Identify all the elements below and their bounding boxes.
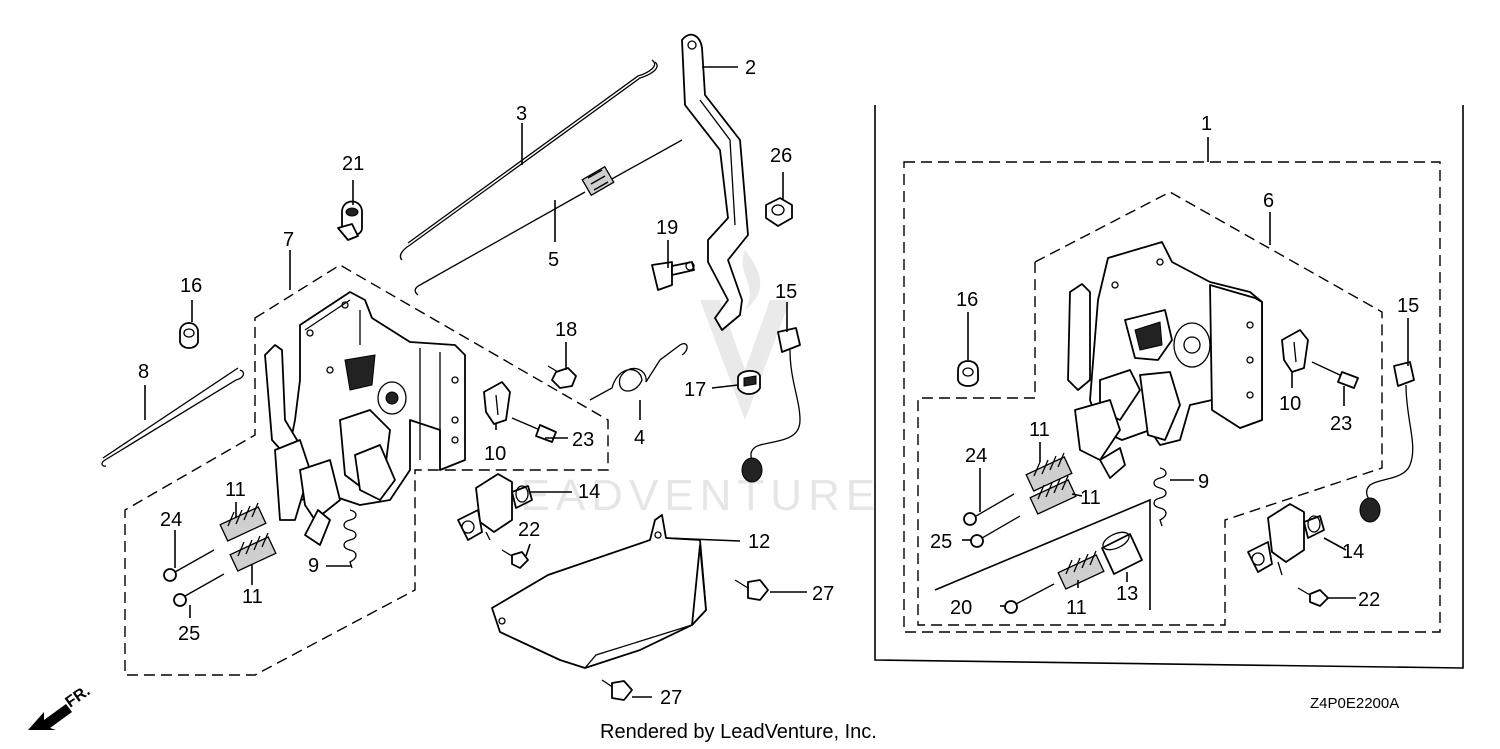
clip-10-left	[483, 381, 511, 425]
spring-11-right-upper	[1025, 452, 1073, 492]
callout-16-right: 16	[956, 289, 978, 311]
callout-9: 9	[308, 555, 319, 577]
callout-6: 6	[1263, 190, 1274, 212]
callouts-left: 2 3 5 21 26 19 7 16 15 18 8 17 4 10 23 1…	[138, 57, 834, 709]
callout-24-right: 24	[965, 445, 987, 467]
callout-22-right: 22	[1358, 589, 1380, 611]
callout-11-right-middle: 11	[1080, 487, 1101, 509]
callout-14: 14	[578, 481, 600, 503]
sub-kit-divider	[934, 498, 1151, 610]
callout-25: 25	[178, 623, 200, 645]
callout-19: 19	[656, 217, 678, 239]
spring-11-left-lower	[229, 532, 277, 572]
footer-credit: Rendered by LeadVenture, Inc.	[600, 721, 877, 743]
spring-9-left	[343, 509, 357, 569]
sleeve-13	[1101, 531, 1143, 575]
callout-4: 4	[634, 427, 645, 449]
front-direction-arrow: FR.	[28, 683, 93, 730]
callout-15-right: 15	[1397, 295, 1419, 317]
screw-25-left	[173, 573, 225, 607]
callout-21: 21	[342, 153, 364, 175]
control-base-right	[1067, 241, 1263, 479]
diagram-code: Z4P0E2200A	[1310, 695, 1399, 712]
bolt-27-upper	[734, 579, 769, 601]
callout-26: 26	[770, 145, 792, 167]
spring-9-right	[1153, 467, 1167, 527]
bolt-27-lower	[601, 679, 633, 701]
callout-16: 16	[180, 275, 202, 297]
callout-11-upper: 11	[225, 479, 246, 501]
callout-11-right-upper: 11	[1029, 419, 1050, 441]
rod-5	[414, 139, 683, 296]
callout-27-lower: 27	[660, 687, 682, 709]
clip-16-right	[957, 360, 979, 387]
wire-15-right	[1359, 361, 1415, 523]
throttle-lever-2	[681, 33, 749, 331]
callout-2: 2	[745, 57, 756, 79]
nut-26	[765, 197, 793, 227]
spring-4	[589, 343, 688, 401]
callout-23: 23	[572, 429, 594, 451]
screw-24-left	[163, 549, 215, 582]
callout-12: 12	[748, 531, 770, 553]
watermark-logo	[700, 250, 790, 420]
leader-lines-left	[144, 66, 807, 698]
callout-25-right: 25	[930, 531, 952, 553]
clip-10-right	[1281, 329, 1309, 373]
callout-8: 8	[138, 361, 149, 383]
leader-lines-right	[962, 137, 1409, 607]
callout-20: 20	[950, 597, 972, 619]
bolt-19	[651, 261, 695, 291]
right-assembly-frame	[874, 105, 1464, 669]
callout-14-right: 14	[1342, 541, 1364, 563]
callout-11-lower: 11	[242, 586, 263, 608]
spring-11-right-lower	[1057, 550, 1105, 590]
callout-22: 22	[518, 519, 540, 541]
watermark-text: LEADVENTURE	[490, 471, 881, 520]
callout-27-upper: 27	[812, 583, 834, 605]
wire-15-left	[741, 327, 801, 483]
callout-10-right: 10	[1279, 393, 1301, 415]
cover-12	[491, 514, 707, 669]
wire-8	[101, 369, 245, 467]
spring-11-right-middle	[1029, 475, 1077, 515]
callout-9-right: 9	[1198, 471, 1209, 493]
rod-3	[399, 61, 658, 261]
screw-23-right	[1311, 361, 1359, 389]
clip-21	[337, 200, 363, 241]
bolt-18	[547, 365, 577, 389]
clip-17	[737, 370, 761, 395]
callouts-right: 1 6 16 15 10 23 11 24 11 9 25 14 13 20 1…	[930, 113, 1419, 619]
callout-17: 17	[684, 379, 706, 401]
callout-5: 5	[548, 249, 559, 271]
callout-23-right: 23	[1330, 413, 1352, 435]
callout-3: 3	[516, 103, 527, 125]
screw-22-right	[1297, 587, 1329, 607]
screw-22-left	[501, 549, 529, 569]
clip-16-left	[179, 322, 199, 349]
screw-25-right	[970, 515, 1021, 548]
callout-10: 10	[484, 443, 506, 465]
callout-7: 7	[283, 229, 294, 251]
callout-24: 24	[160, 509, 182, 531]
callout-1: 1	[1201, 113, 1212, 135]
screw-24-right	[963, 493, 1015, 526]
callout-13: 13	[1116, 583, 1138, 605]
switch-14-right	[1247, 503, 1325, 576]
right-base-outline	[917, 191, 1383, 626]
control-base-left	[264, 291, 466, 546]
callout-15: 15	[775, 281, 797, 303]
left-assembly-outline	[124, 264, 609, 676]
screw-20-right	[1004, 583, 1055, 614]
switch-14-left	[457, 473, 533, 541]
right-assembly-outline	[903, 161, 1441, 633]
spring-11-left-upper	[219, 502, 267, 542]
callout-11-right-lower: 11	[1066, 597, 1087, 619]
callout-18: 18	[555, 319, 577, 341]
